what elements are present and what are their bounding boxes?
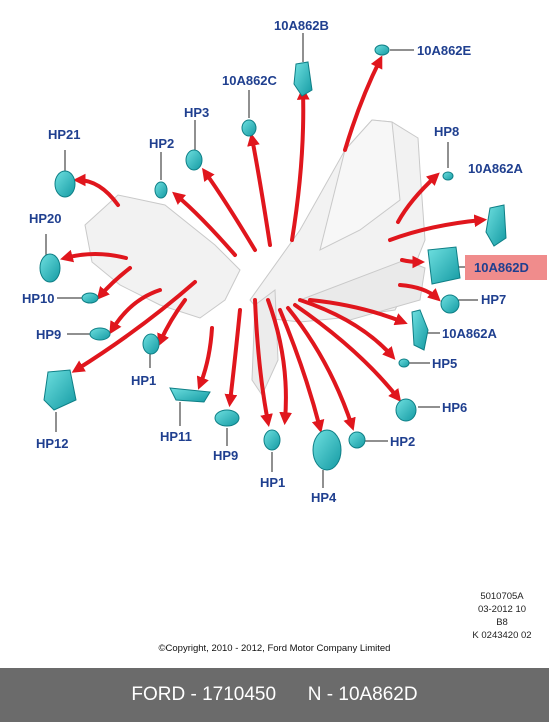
label-hp2-bottom: HP2: [390, 434, 415, 449]
arrow-to-10a862a-lower: [308, 298, 408, 326]
arrow-to-hp5: [298, 298, 396, 360]
part-10a862a-lower: [411, 309, 429, 351]
part-hp1-left: [142, 333, 160, 355]
arrow-to-hp2-top: [172, 191, 237, 257]
arrow-to-hp3: [202, 167, 257, 252]
part-hp6: [395, 398, 417, 422]
label-10a862d: 10A862D: [474, 260, 529, 275]
arrow-to-10a862e: [343, 55, 383, 152]
part-hp10: [81, 292, 99, 304]
arrow-to-hp20: [60, 249, 128, 263]
arrow-to-hp9-bottom: [224, 308, 242, 408]
label-hp11: HP11: [160, 429, 192, 444]
label-hp8: HP8: [434, 124, 459, 139]
arrow-to-hp1-bottom-2: [266, 298, 293, 426]
part-hp12: [43, 369, 77, 411]
arrow-to-10a862b: [290, 86, 310, 242]
doc-info-line-2: 03-2012 10: [477, 604, 527, 615]
arrow-to-hp2-bottom: [286, 306, 356, 431]
doc-info-line-4: K 0243420 02: [472, 630, 532, 641]
callout-labels: HP21 HP20 HP10 HP9 HP12 HP1 HP11 HP9 HP1…: [22, 18, 529, 505]
label-hp5: HP5: [432, 356, 457, 371]
part-hp9-bottom: [214, 409, 240, 427]
part-hp2-bottom: [348, 431, 366, 449]
part-hp2-top: [154, 181, 168, 199]
part-number-footer: FORD - 1710450 N - 10A862D: [0, 668, 549, 722]
part-hp20: [39, 253, 61, 283]
label-10a862c: 10A862C: [222, 73, 278, 88]
part-hp21: [54, 170, 76, 198]
label-hp1-left: HP1: [131, 373, 156, 388]
arrow-to-hp12: [71, 280, 197, 373]
part-10a862c: [241, 119, 257, 137]
label-hp10: HP10: [22, 291, 55, 306]
label-10a862e: 10A862E: [417, 43, 472, 58]
arrow-to-hp4: [278, 308, 325, 433]
part-10a862a-upper: [485, 204, 507, 247]
doc-info-line-3: B8: [496, 617, 508, 628]
arrow-to-hp10: [96, 266, 132, 300]
doc-info-line-1: 5010705A: [480, 591, 524, 602]
label-hp4: HP4: [311, 490, 337, 505]
arrow-to-hp8: [396, 172, 440, 224]
footer-brand-part: FORD - 1710450: [131, 684, 277, 705]
part-10a862d: [427, 246, 461, 285]
part-hp8: [442, 171, 454, 181]
parts: [39, 44, 507, 471]
part-hp7: [440, 294, 460, 314]
label-hp2-top: HP2: [149, 136, 174, 151]
parts-diagram: HP21 HP20 HP10 HP9 HP12 HP1 HP11 HP9 HP1…: [22, 18, 547, 505]
part-hp3: [185, 149, 203, 171]
label-hp6: HP6: [442, 400, 467, 415]
arrow-to-hp9-left: [109, 288, 162, 335]
footer-ref-part: N - 10A862D: [307, 684, 418, 705]
label-10a862a-lower: 10A862A: [442, 326, 498, 341]
label-hp9-bottom: HP9: [213, 448, 238, 463]
arrow-to-10a862d: [400, 255, 426, 269]
label-hp12: HP12: [36, 436, 69, 451]
pointer-arrows: [60, 55, 488, 433]
part-hp5: [398, 358, 410, 368]
label-10a862a-upper: 10A862A: [468, 161, 524, 176]
arrow-to-hp1-bottom: [253, 298, 273, 428]
label-hp3: HP3: [184, 105, 209, 120]
part-hp4: [312, 429, 342, 471]
document-info: 5010705A 03-2012 10 B8 K 0243420 02: [462, 590, 542, 642]
arrow-to-hp11: [196, 326, 214, 390]
part-hp11: [169, 387, 211, 403]
vehicle-body-outline: [84, 119, 426, 397]
label-hp7: HP7: [481, 292, 506, 307]
label-10a862b: 10A862B: [274, 18, 329, 33]
part-hp9-left: [89, 327, 111, 341]
label-hp9-left: HP9: [36, 327, 61, 342]
part-hp1-bottom: [263, 429, 281, 451]
label-hp20: HP20: [29, 211, 62, 226]
arrow-to-hp6: [293, 303, 402, 403]
arrow-to-10a862a-upper: [388, 214, 488, 242]
arrow-to-hp1-left: [157, 298, 187, 347]
arrow-to-hp7: [398, 283, 441, 302]
arrow-to-hp21: [72, 173, 120, 207]
copyright: ©Copyright, 2010 - 2012, Ford Motor Comp…: [158, 643, 391, 654]
leader-lines: [45, 33, 478, 488]
part-10a862e: [374, 44, 390, 56]
part-10a862b: [293, 61, 313, 97]
label-hp1-bottom: HP1: [260, 475, 285, 490]
highlight-10a862d: [465, 255, 547, 280]
arrow-to-10a862c: [247, 132, 272, 247]
label-hp21: HP21: [48, 127, 81, 142]
